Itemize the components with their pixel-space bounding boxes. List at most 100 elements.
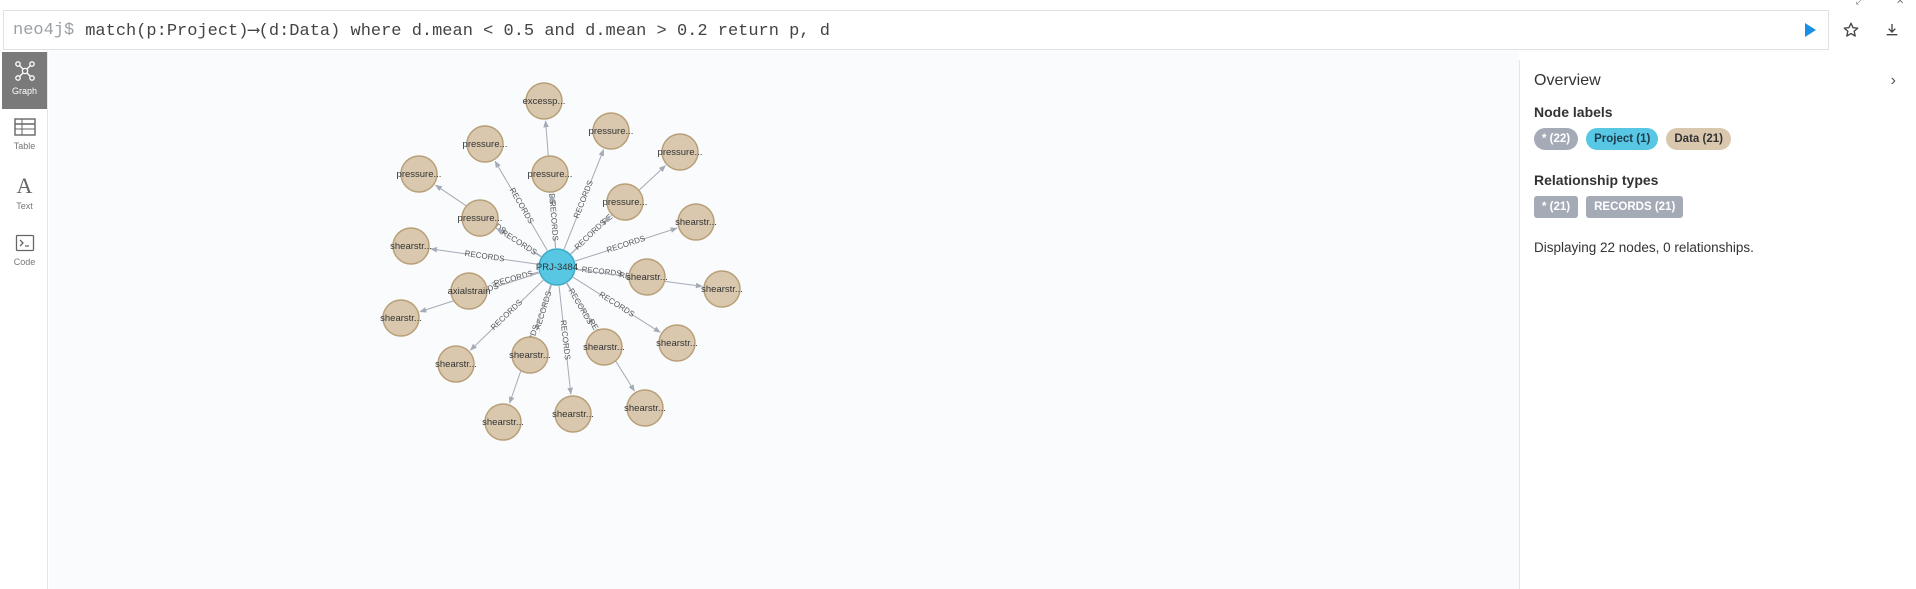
code-view-label: Code — [13, 257, 36, 267]
text-icon: A — [16, 173, 33, 198]
view-toolbar: Graph Table A Text Code — [0, 51, 48, 589]
relationship-label-bg — [491, 300, 523, 331]
data-node-label: pressure... — [463, 139, 508, 150]
data-node-label: pressure... — [603, 197, 648, 208]
data-node-label: shearstr... — [583, 342, 625, 353]
code-view-button[interactable]: Code — [2, 225, 47, 282]
data-node[interactable] — [592, 112, 630, 150]
graph-view-button[interactable]: Graph — [2, 52, 47, 109]
relationship-label: RECORDS — [489, 298, 524, 332]
data-node-label: shearstr... — [656, 338, 698, 349]
overview-summary: Displaying 22 nodes, 0 relationships. — [1534, 240, 1754, 255]
relationship-label: RECORDS — [597, 290, 636, 319]
rel-type-pill-records[interactable]: RECORDS (21) — [1586, 196, 1684, 218]
relationship-label: RECORDS — [493, 269, 534, 288]
close-icon[interactable]: ✕ — [1896, 0, 1905, 7]
data-node-label: shearstr... — [701, 284, 743, 295]
project-node[interactable] — [538, 248, 576, 286]
run-button[interactable] — [1794, 14, 1826, 46]
relationship-label-bg — [467, 249, 502, 264]
query-text[interactable]: match(p:Project)⟶(d:Data) where d.mean <… — [85, 21, 830, 41]
code-icon — [15, 234, 34, 252]
text-view-label: Text — [16, 201, 33, 211]
relationship-label: RECORDS — [605, 234, 646, 255]
relationship-label: RECORDS — [581, 265, 622, 278]
data-node[interactable] — [525, 82, 563, 120]
table-icon — [13, 118, 36, 136]
data-node-label: shearstr... — [675, 217, 717, 228]
data-node-label: shearstr... — [380, 313, 422, 324]
data-node-label: pressure... — [658, 147, 703, 158]
relationship-label: RECORDS — [464, 249, 505, 264]
data-node[interactable] — [437, 345, 475, 383]
favorite-button[interactable] — [1835, 14, 1867, 46]
data-node-label: shearstr... — [626, 272, 668, 283]
text-view-button[interactable]: A Text — [2, 167, 47, 224]
table-view-label: Table — [13, 141, 36, 151]
data-node[interactable] — [606, 183, 644, 221]
data-node-label: shearstr... — [390, 241, 432, 252]
data-node-label: shearstr... — [624, 403, 666, 414]
relationship-label-bg — [495, 270, 532, 288]
data-node-label: shearstr... — [482, 417, 524, 428]
project-node-label: PRJ-3484 — [536, 262, 578, 273]
node-label-pill-project[interactable]: Project (1) — [1586, 128, 1659, 150]
data-node[interactable] — [461, 199, 499, 237]
relationship-label-bg — [599, 291, 634, 318]
download-icon — [1886, 24, 1898, 36]
data-node[interactable] — [531, 155, 569, 193]
data-node[interactable] — [450, 272, 488, 310]
query-prompt: neo4j$ — [13, 20, 75, 40]
node-labels-title: Node labels — [1534, 104, 1613, 120]
data-node-label: pressure... — [397, 169, 442, 180]
data-node[interactable] — [658, 324, 696, 362]
data-node[interactable] — [484, 403, 522, 441]
data-node-label: shearstr... — [552, 409, 594, 420]
relationship-label: RECORDS — [573, 217, 608, 251]
data-node[interactable] — [382, 299, 420, 337]
relationship-label-bg — [558, 322, 572, 358]
play-icon — [1805, 23, 1816, 37]
data-node-label: shearstr... — [509, 350, 551, 361]
data-node[interactable] — [554, 395, 592, 433]
fullscreen-icon[interactable]: ⤢ — [1856, 0, 1864, 7]
overview-panel: Overview › Node labels * (22) Project (1… — [1519, 60, 1916, 589]
relationship-label: RECORDS — [533, 290, 553, 331]
relationship-label: RECORDS — [572, 179, 595, 220]
download-button[interactable] — [1876, 14, 1908, 46]
overview-title: Overview — [1534, 72, 1601, 89]
relationship-label: RECORDS — [500, 228, 539, 257]
relationship-label-bg — [547, 203, 560, 239]
data-node-label: axialstrain — [448, 286, 491, 297]
data-node-label: pressure... — [528, 169, 573, 180]
data-node[interactable] — [400, 155, 438, 193]
relationship-label-bg — [608, 235, 644, 255]
pin-icon[interactable]: ⌃ — [1796, 0, 1805, 7]
query-editor[interactable]: neo4j$ match(p:Project)⟶(d:Data) where d… — [3, 10, 1829, 50]
data-node[interactable] — [703, 270, 741, 308]
node-labels-list: * (22) Project (1) Data (21) — [1534, 128, 1902, 150]
relationship-label-bg — [502, 229, 536, 256]
data-node[interactable] — [626, 389, 664, 427]
chevron-right-icon[interactable]: › — [1890, 72, 1896, 89]
table-view-button[interactable]: Table — [2, 109, 47, 166]
data-node[interactable] — [511, 336, 549, 374]
node-label-pill-data[interactable]: Data (21) — [1666, 128, 1731, 150]
data-node-label: excessp... — [523, 96, 566, 107]
data-node[interactable] — [466, 125, 504, 163]
data-node-label: pressure... — [589, 126, 634, 137]
relationship-label: RECORDS — [548, 201, 560, 242]
data-node[interactable] — [677, 203, 715, 241]
data-node[interactable] — [392, 227, 430, 265]
query-bar: ⌃ ⤢ ✕ neo4j$ match(p:Project)⟶(d:Data) w… — [0, 0, 1916, 54]
data-node[interactable] — [661, 133, 699, 171]
node-label-pill-all[interactable]: * (22) — [1534, 128, 1579, 150]
rel-type-pill-all[interactable]: * (21) — [1534, 196, 1579, 218]
relationship-label-bg — [573, 182, 595, 217]
data-node[interactable] — [585, 328, 623, 366]
relationship-label-bg — [508, 188, 534, 223]
data-node[interactable] — [628, 258, 666, 296]
